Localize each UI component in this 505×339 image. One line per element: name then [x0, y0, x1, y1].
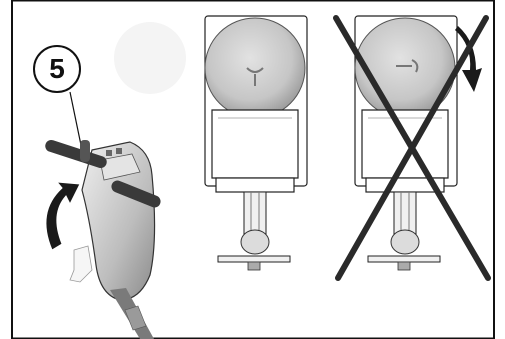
cross-mark-icon [333, 15, 491, 281]
leader-line [69, 91, 83, 151]
step-number-badge: 5 [33, 45, 81, 93]
lever-left [45, 139, 107, 169]
handle-body [81, 141, 156, 301]
bg-circle [114, 22, 186, 94]
device-incorrect [333, 15, 491, 281]
handle-device [45, 91, 161, 339]
device-correct [204, 15, 308, 271]
step-number: 5 [49, 53, 65, 84]
rotate-arrow-icon [45, 181, 81, 251]
lever-right [111, 180, 161, 208]
